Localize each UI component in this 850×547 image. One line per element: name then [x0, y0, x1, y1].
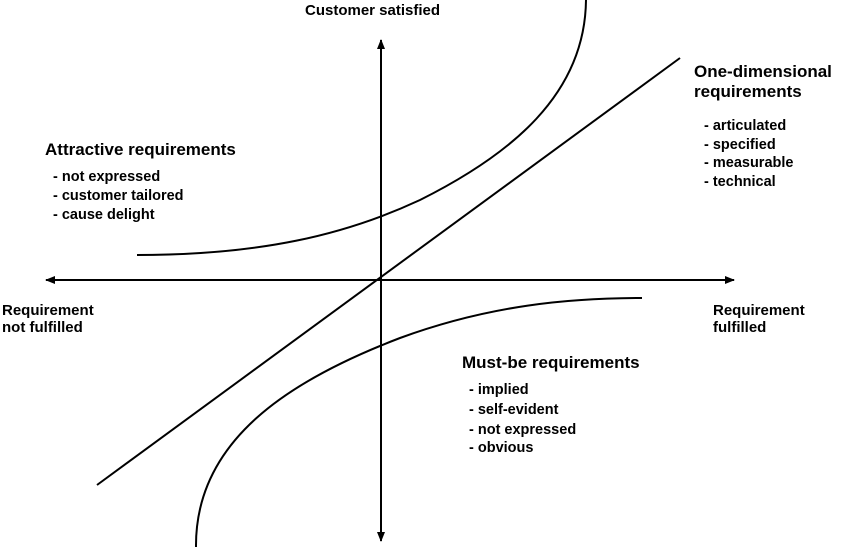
attractive-title: Attractive requirements	[45, 140, 236, 159]
attractive-item: - customer tailored	[53, 188, 184, 204]
x-axis-right-label-line: fulfilled	[713, 319, 767, 337]
attractive-list: - not expressed - customer tailored - ca…	[53, 168, 184, 225]
one-dimensional-line	[96, 57, 681, 486]
one-dimensional-item: - technical	[704, 173, 776, 190]
x-axis-left-label-line: not fulfilled	[2, 319, 83, 337]
y-axis-top-label: Customer satisfied	[305, 2, 441, 19]
must-be-item: - implied	[469, 382, 529, 398]
x-axis-left-label-line: Requirement	[2, 302, 94, 319]
one-dimensional-item: - specified	[704, 136, 776, 153]
attractive-item: - cause delight	[53, 207, 155, 223]
attractive-item: - not expressed	[53, 169, 161, 185]
must-be-item: - self-evident	[469, 402, 559, 418]
x-axis-right-label-line: Requirement	[713, 302, 805, 319]
one-dimensional-item: - measurable	[704, 155, 794, 171]
must-be-curve	[194, 297, 643, 547]
one-dimensional-title: One-dimensional requirements	[694, 62, 832, 102]
one-dimensional-list: - articulated - specified - measurable -…	[704, 117, 793, 191]
x-axis-left-label: Requirement not fulfilled	[2, 302, 94, 337]
one-dimensional-item: - articulated	[704, 118, 787, 134]
must-be-item: - obvious	[469, 440, 534, 456]
must-be-item: - not expressed	[469, 422, 577, 438]
one-dimensional-title-line: requirements	[694, 82, 802, 102]
x-axis-right-label: Requirement fulfilled	[713, 302, 805, 337]
attractive-curve	[136, 0, 587, 256]
one-dimensional-title-line: One-dimensional	[694, 62, 832, 81]
must-be-list: - implied - self-evident - not expressed…	[469, 380, 576, 456]
must-be-title: Must-be requirements	[462, 353, 640, 372]
